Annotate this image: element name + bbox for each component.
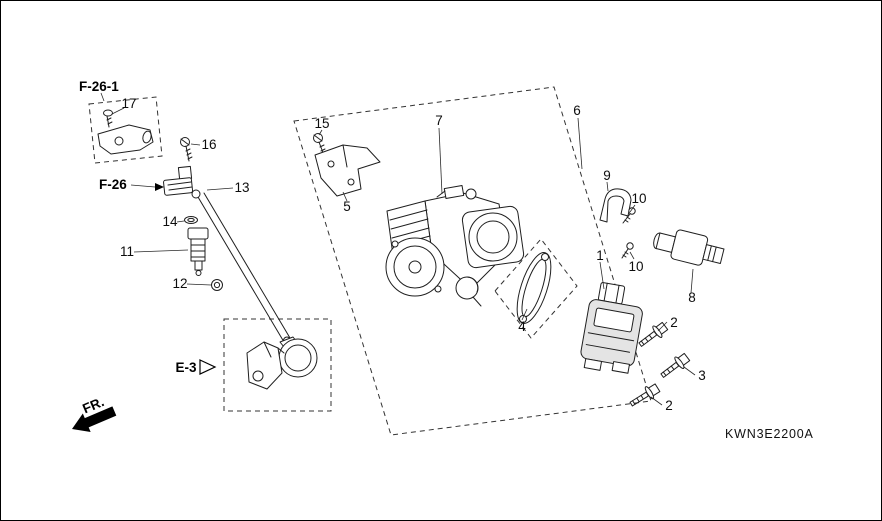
e3-arrow-icon bbox=[199, 359, 217, 375]
part-label-17: 17 bbox=[121, 96, 136, 111]
part-label-8: 8 bbox=[688, 290, 696, 305]
fr-direction-arrow: FR. bbox=[72, 394, 117, 432]
part-label-14: 14 bbox=[162, 214, 178, 229]
part-number-labels: F-26-1 F-26 E-3 17 16 13 14 11 12 15 5 7… bbox=[79, 79, 706, 413]
bolt-2b-drawing bbox=[629, 383, 661, 407]
gasket-outline bbox=[494, 238, 578, 339]
part-label-1: 1 bbox=[596, 248, 604, 263]
insulator-drawing bbox=[246, 336, 318, 390]
mounting-bracket-drawing bbox=[314, 144, 381, 197]
sensor-stay-drawing bbox=[599, 188, 632, 223]
sensor-unit-drawing bbox=[580, 282, 643, 374]
part-label-3: 3 bbox=[698, 368, 706, 383]
fuel-injector-drawing bbox=[187, 227, 209, 276]
part-label-12: 12 bbox=[172, 276, 187, 291]
ref-label-f26-1: F-26-1 bbox=[79, 79, 119, 94]
insulator-outline bbox=[223, 318, 332, 412]
part-label-10a: 10 bbox=[631, 191, 646, 206]
part-label-13: 13 bbox=[234, 180, 249, 195]
ref-label-e3: E-3 bbox=[175, 360, 197, 375]
part-label-2a: 2 bbox=[670, 315, 678, 330]
bolt-3-drawing bbox=[660, 352, 691, 378]
bolt-2a-drawing bbox=[638, 321, 669, 347]
leader-lines bbox=[100, 92, 696, 406]
part-label-7: 7 bbox=[435, 113, 443, 128]
part-label-5: 5 bbox=[343, 199, 351, 214]
main-assembly-outline bbox=[293, 86, 652, 436]
part-label-16: 16 bbox=[201, 137, 216, 152]
ref-label-f26: F-26 bbox=[99, 177, 127, 192]
part-label-2b: 2 bbox=[665, 398, 673, 413]
part-label-10b: 10 bbox=[628, 259, 643, 274]
part-label-6: 6 bbox=[573, 103, 581, 118]
o-ring-12-drawing bbox=[211, 279, 223, 291]
part-label-15: 15 bbox=[314, 116, 329, 131]
part-label-11: 11 bbox=[120, 244, 134, 259]
joint-17-drawing bbox=[97, 109, 154, 155]
throttle-body-drawing bbox=[385, 185, 525, 307]
screw-10a-drawing bbox=[622, 207, 636, 224]
fr-arrow-icon bbox=[72, 406, 117, 432]
fuel-joint-drawing bbox=[163, 165, 292, 348]
gasket-drawing bbox=[516, 252, 552, 324]
part-label-4: 4 bbox=[518, 319, 526, 334]
joint-17-outline bbox=[88, 96, 163, 164]
bolt-16-drawing bbox=[180, 137, 193, 162]
diagram-code: KWN3E2200A bbox=[725, 427, 814, 441]
part-label-9: 9 bbox=[603, 168, 611, 183]
f26-arrow-icon bbox=[155, 183, 164, 191]
map-sensor-drawing bbox=[653, 229, 725, 266]
screw-10b-drawing bbox=[621, 242, 634, 259]
o-ring-14-drawing bbox=[184, 216, 198, 224]
